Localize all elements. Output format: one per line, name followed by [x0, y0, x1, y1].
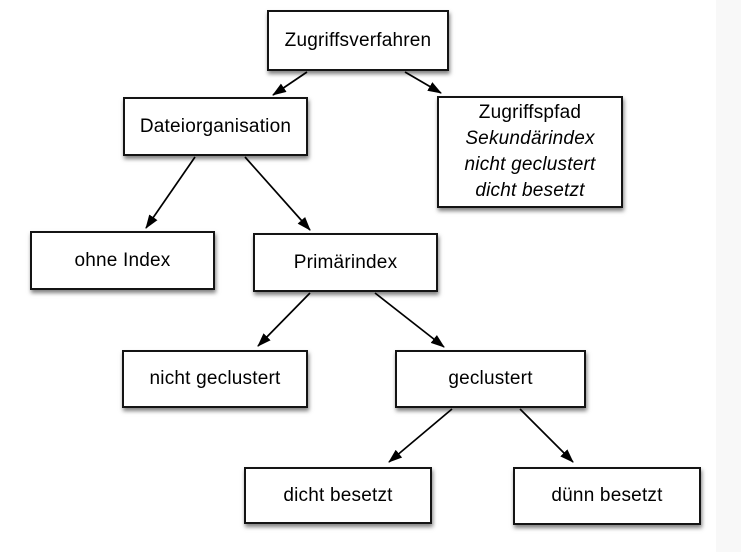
node-label: dicht besetzt: [283, 484, 393, 506]
node-label: geclustert: [448, 368, 533, 389]
node-dicht-besetzt: dicht besetzt: [244, 467, 432, 524]
edge-dateiorganisation-to-primaerindex: [244, 156, 311, 231]
node-label: dünn besetzt: [551, 485, 663, 506]
edge-primaerindex-to-geclustert: [374, 292, 445, 348]
node-label: Dateiorganisation: [139, 115, 292, 137]
node-label: Primärindex: [293, 251, 398, 273]
node-nicht-geclustert: nicht geclustert: [122, 350, 308, 408]
node-label: dicht besetzt: [475, 180, 585, 201]
right-gutter: [716, 0, 741, 552]
edge-zugriffsverfahren-to-dateiorganisation: [272, 71, 308, 96]
node-label: Zugriffspfad: [478, 102, 582, 123]
node-geclustert: geclustert: [395, 350, 586, 408]
edge-primaerindex-to-nicht-geclustert: [257, 292, 311, 347]
edge-dateiorganisation-to-ohne-index: [145, 156, 196, 229]
node-primaerindex: Primärindex: [253, 233, 438, 292]
node-label: Zugriffsverfahren: [284, 29, 432, 51]
node-label: Sekundärindex: [465, 128, 595, 149]
node-label: ohne Index: [74, 249, 171, 271]
node-duenn-besetzt: dünn besetzt: [513, 467, 701, 525]
edge-geclustert-to-dicht-besetzt: [388, 408, 453, 463]
node-label: nicht geclustert: [149, 368, 281, 389]
node-ohne-index: ohne Index: [30, 231, 215, 290]
edge-zugriffsverfahren-to-zugriffspfad: [404, 71, 442, 94]
node-dateiorganisation: Dateiorganisation: [123, 97, 308, 156]
node-label: nicht geclustert: [464, 154, 596, 175]
edge-geclustert-to-duenn-besetzt: [519, 408, 574, 463]
node-zugriffsverfahren: Zugriffsverfahren: [267, 10, 449, 71]
